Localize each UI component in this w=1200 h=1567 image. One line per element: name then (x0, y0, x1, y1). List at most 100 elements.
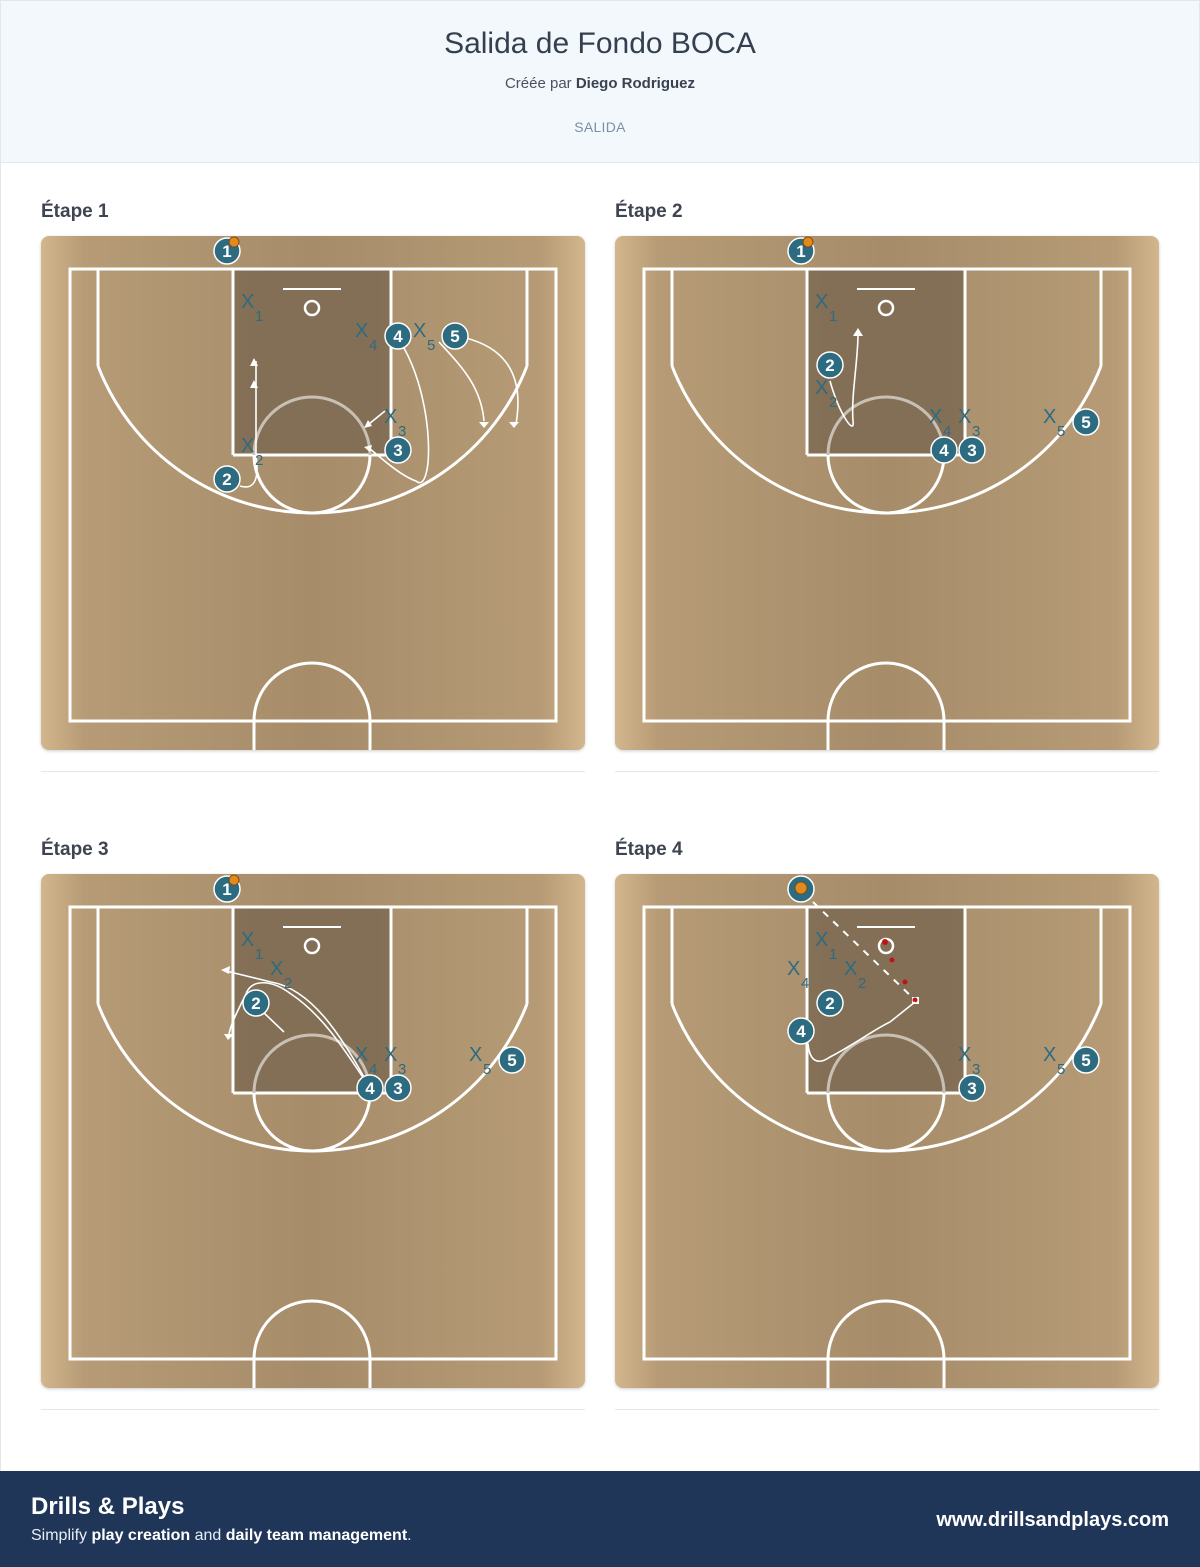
defender-x1[interactable]: X1 (815, 291, 837, 325)
defender-x1[interactable]: X1 (241, 929, 263, 963)
svg-text:X: X (815, 291, 828, 313)
arrowhead-icon (221, 966, 230, 974)
svg-text:X: X (469, 1044, 482, 1066)
svg-text:5: 5 (427, 337, 435, 354)
svg-text:4: 4 (939, 441, 949, 460)
svg-text:3: 3 (398, 423, 406, 440)
play-header: Salida de Fondo BOCA Créée par Diego Rod… (1, 1, 1199, 163)
svg-text:X: X (355, 1044, 368, 1066)
defender-x4[interactable]: X4 (929, 406, 951, 440)
svg-text:X: X (241, 435, 254, 457)
cut-line (228, 981, 371, 1089)
defender-x3[interactable]: X3 (958, 406, 980, 440)
ball-icon (228, 874, 240, 886)
svg-text:3: 3 (972, 423, 980, 440)
author-name[interactable]: Diego Rodriguez (575, 75, 696, 92)
screen-line (262, 1011, 285, 1033)
player-3[interactable]: 3 (958, 436, 986, 464)
svg-text:3: 3 (393, 1079, 402, 1098)
pass-line (812, 901, 916, 1001)
screen-path (368, 347, 430, 484)
svg-text:2: 2 (829, 394, 837, 411)
player-1[interactable]: 1 (787, 236, 815, 265)
dribble-marker (889, 957, 895, 963)
player-5[interactable]: 5 (1072, 1046, 1100, 1074)
player-1[interactable]: 1 (213, 236, 241, 265)
svg-text:X: X (413, 320, 426, 342)
defender-x1[interactable]: X1 (815, 929, 837, 963)
defender-x2[interactable]: X2 (844, 958, 866, 992)
cut-line (829, 333, 859, 427)
defender-x5[interactable]: X5 (469, 1044, 491, 1078)
slogan-emphasis: play creation (91, 1527, 191, 1544)
player-4[interactable]: 4 (930, 436, 958, 464)
svg-text:4: 4 (796, 1022, 806, 1041)
ball-icon (802, 236, 814, 248)
svg-text:X: X (844, 958, 857, 980)
arrowhead-icon (250, 358, 258, 366)
svg-text:X: X (929, 406, 942, 428)
defender-x2[interactable]: X2 (241, 435, 263, 469)
svg-text:3: 3 (398, 1061, 406, 1078)
svg-text:5: 5 (1081, 1051, 1090, 1070)
brand-name[interactable]: Drills & Plays (31, 1493, 185, 1520)
defender-x2[interactable]: X2 (270, 958, 292, 992)
category-tag[interactable]: SALIDA (574, 119, 626, 135)
defender-x3[interactable]: X3 (384, 1044, 406, 1078)
player-3[interactable]: 3 (958, 1074, 986, 1102)
cut-line (239, 361, 258, 488)
website-link[interactable]: www.drillsandplays.com (936, 1509, 1169, 1531)
player-2[interactable]: 2 (816, 989, 844, 1017)
defender-x3[interactable]: X3 (384, 406, 406, 440)
player-4[interactable]: 4 (384, 322, 412, 350)
cut-line (807, 1001, 916, 1063)
svg-text:X: X (270, 958, 283, 980)
arrowhead-icon (364, 420, 372, 428)
player-4[interactable]: 4 (787, 1017, 815, 1045)
defender-x4[interactable]: X4 (787, 958, 809, 992)
dribble-marker (902, 979, 908, 985)
svg-text:X: X (384, 1044, 397, 1066)
player-5[interactable]: 5 (1072, 408, 1100, 436)
svg-text:1: 1 (255, 946, 263, 963)
play-title: Salida de Fondo BOCA (444, 27, 756, 60)
defender-x1[interactable]: X1 (241, 291, 263, 325)
svg-text:5: 5 (1081, 413, 1090, 432)
svg-text:5: 5 (483, 1061, 491, 1078)
player-1[interactable]: 1 (213, 874, 241, 903)
svg-text:1: 1 (255, 308, 263, 325)
defender-x3[interactable]: X3 (958, 1044, 980, 1078)
cut-line (465, 337, 519, 425)
slogan: Simplify play creation and daily team ma… (31, 1527, 412, 1545)
player-2[interactable]: 2 (213, 465, 241, 493)
passer-with-ball[interactable] (787, 875, 815, 903)
defender-x5[interactable]: X5 (1043, 406, 1065, 440)
defender-x2[interactable]: X2 (815, 377, 837, 411)
player-2[interactable]: 2 (816, 351, 844, 379)
svg-text:1: 1 (222, 880, 231, 899)
step-title: Étape 1 (41, 201, 109, 222)
cut-line (225, 970, 371, 1089)
player-5[interactable]: 5 (441, 322, 469, 350)
player-5[interactable]: 5 (498, 1046, 526, 1074)
cut-line (438, 341, 485, 422)
svg-text:2: 2 (825, 994, 834, 1013)
svg-text:X: X (787, 958, 800, 980)
defender-x4[interactable]: X4 (355, 320, 377, 354)
player-3[interactable]: 3 (384, 436, 412, 464)
defender-x4[interactable]: X4 (355, 1044, 377, 1078)
defender-x5[interactable]: X5 (413, 320, 435, 354)
player-3[interactable]: 3 (384, 1074, 412, 1102)
defender-x5[interactable]: X5 (1043, 1044, 1065, 1078)
svg-text:4: 4 (369, 337, 377, 354)
svg-text:X: X (1043, 406, 1056, 428)
player-4[interactable]: 4 (356, 1074, 384, 1102)
svg-text:5: 5 (1057, 1061, 1065, 1078)
player-2[interactable]: 2 (242, 989, 270, 1017)
